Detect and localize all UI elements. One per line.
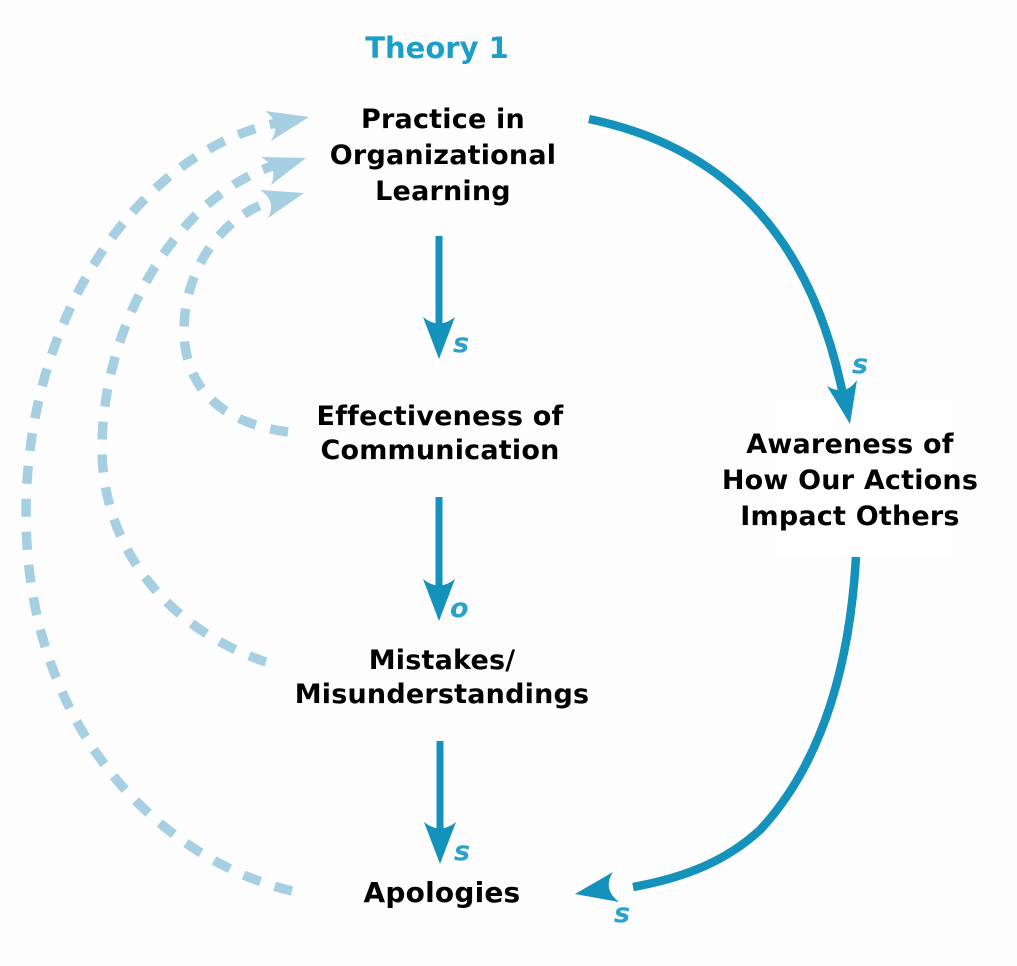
arrowhead-effectiveness-to-mistakes-icon	[423, 579, 455, 621]
awareness-node-background-box	[775, 399, 953, 557]
node-practice-line: Organizational	[329, 140, 557, 171]
node-awareness-line: How Our Actions	[721, 465, 979, 496]
dashed-arrow-apologies-to-practice	[21, 118, 294, 896]
arrow-awareness-to-apologies	[632, 556, 861, 892]
node-effectiveness: Effectiveness of Communication	[280, 400, 600, 468]
arrow-practice-to-awareness	[588, 114, 849, 401]
solid-arrows	[423, 114, 861, 902]
diagram-title: Theory 1	[365, 31, 509, 65]
dashed-arrowhead-mistakes-to-practice-icon	[261, 157, 306, 185]
node-mistakes-line: Misunderstandings	[294, 679, 590, 710]
node-practice-line: Practice in	[361, 104, 525, 135]
node-effectiveness-line: Communication	[320, 435, 560, 466]
arrowhead-practice-to-awareness-icon	[827, 380, 857, 424]
node-awareness-line: Impact Others	[740, 501, 960, 532]
dashed-arrow-effectiveness-to-practice	[179, 195, 289, 437]
node-apologies-line: Apologies	[363, 876, 521, 909]
polarity-label-awareness-to-apologies: s	[614, 898, 631, 929]
dashed-arrowhead-apologies-to-practice-icon	[265, 111, 309, 141]
arrowhead-mistakes-to-apologies-icon	[424, 822, 456, 864]
node-awareness-line: Awareness of	[746, 429, 954, 460]
polarity-label-practice-to-effectiveness: s	[453, 328, 470, 359]
node-mistakes: Mistakes/ Misunderstandings	[262, 644, 622, 712]
node-practice: Practice in Organizational Learning	[293, 102, 593, 210]
node-awareness: Awareness of How Our Actions Impact Othe…	[705, 427, 995, 535]
arrowhead-practice-to-effectiveness-icon	[423, 317, 455, 359]
dashed-arrow-mistakes-to-practice	[97, 161, 274, 667]
dashed-feedback-arrows	[21, 111, 309, 896]
node-effectiveness-line: Effectiveness of	[316, 401, 564, 432]
arrowhead-awareness-to-apologies-icon	[575, 872, 619, 902]
node-practice-line: Learning	[375, 176, 511, 207]
node-mistakes-line: Mistakes/	[368, 645, 516, 676]
polarity-label-effectiveness-to-mistakes: o	[450, 593, 469, 624]
node-apologies: Apologies	[332, 875, 552, 911]
polarity-label-practice-to-awareness: s	[852, 349, 869, 380]
polarity-label-mistakes-to-apologies: s	[454, 836, 471, 867]
dashed-arrowhead-effectiveness-to-practice-icon	[260, 190, 304, 218]
